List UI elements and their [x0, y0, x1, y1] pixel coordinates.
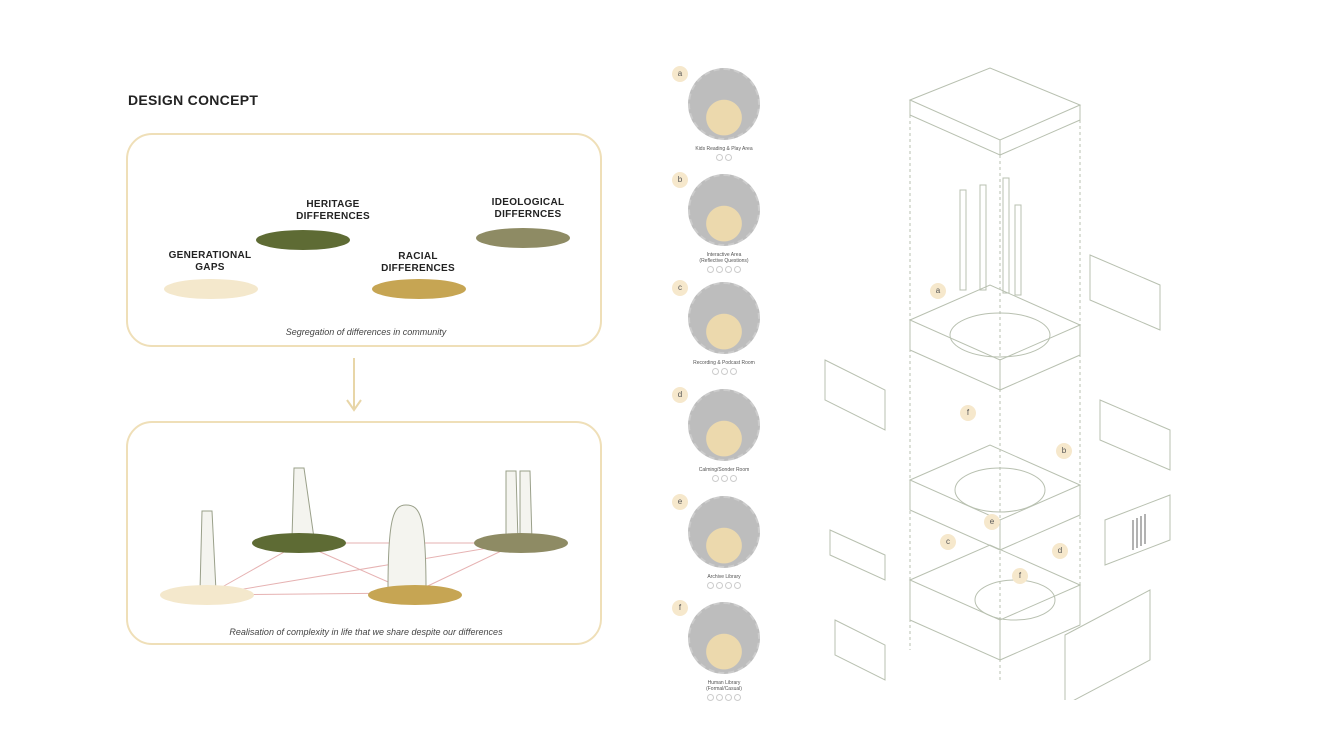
emotion-face-icon: [734, 694, 741, 701]
emotion-face-icon: [725, 154, 732, 161]
emotion-face-icon: [729, 368, 737, 375]
emotion-face-icon: [716, 694, 723, 701]
space-caption: Human Library (Formal/Casual): [706, 680, 742, 692]
generational-ellipse: [164, 279, 258, 299]
emotion-face-icon: [725, 266, 732, 273]
axo-label-badge: f: [960, 405, 976, 421]
racial-label: RACIAL DIFFERENCES: [381, 251, 455, 274]
space-illustration: [688, 174, 760, 246]
emotion-face-icon: [707, 582, 714, 589]
axo-label-badge: a: [930, 283, 946, 299]
axo-label-badge: c: [940, 534, 956, 550]
space-illustration: [688, 602, 760, 674]
down-arrow-icon: [346, 358, 362, 412]
space-badge: e: [672, 494, 688, 510]
emotion-face-icon: [707, 694, 714, 701]
emotion-face-icon: [729, 475, 737, 482]
generational-label: GENERATIONAL GAPS: [168, 250, 252, 273]
space-illustration: [688, 68, 760, 140]
space-caption: Interactive Area (Reflective Questions): [699, 252, 749, 264]
segregation-caption: Segregation of differences in community: [285, 327, 447, 337]
emotion-face-icon: [716, 582, 723, 589]
page-title: DESIGN CONCEPT: [128, 92, 259, 108]
axo-label-badge: b: [1056, 443, 1072, 459]
emotion-face-icon: [720, 368, 728, 375]
emotion-face-icon: [711, 368, 719, 375]
space-caption: Calming/Sonder Room: [698, 467, 750, 473]
ideological-ellipse: [476, 228, 570, 248]
emotion-face-icon: [716, 154, 723, 161]
emotion-icons: [669, 154, 779, 161]
space-badge: c: [672, 280, 688, 296]
emotion-face-icon: [725, 582, 732, 589]
emotion-face-icon: [734, 582, 741, 589]
space-badge: a: [672, 66, 688, 82]
racial-ellipse: [372, 279, 466, 299]
heritage-ellipse: [256, 230, 350, 250]
space-caption: Recording & Podcast Room: [693, 360, 755, 366]
emotion-icons: [669, 368, 779, 375]
axo-label-badge: f: [1012, 568, 1028, 584]
heritage-ellipse: [252, 533, 346, 553]
axo-label-badge: d: [1052, 543, 1068, 559]
racial-ellipse: [368, 585, 462, 605]
space-badge: f: [672, 600, 688, 616]
heritage-label: HERITAGE DIFFERENCES: [296, 199, 370, 222]
segregation-panel: HERITAGE DIFFERENCES IDEOLOGICAL DIFFERN…: [126, 133, 602, 347]
axo-label-badge: e: [984, 514, 1000, 530]
emotion-icons: [669, 582, 779, 589]
emotion-face-icon: [707, 266, 714, 273]
emotion-icons: [669, 475, 779, 482]
space-badge: d: [672, 387, 688, 403]
space-badge: b: [672, 172, 688, 188]
realisation-caption: Realisation of complexity in life that w…: [229, 627, 503, 637]
space-illustration: [688, 389, 760, 461]
emotion-face-icon: [725, 694, 732, 701]
emotion-face-icon: [711, 475, 719, 482]
realisation-panel: Realisation of complexity in life that w…: [126, 421, 602, 645]
emotion-face-icon: [720, 475, 728, 482]
emotion-icons: [669, 694, 779, 701]
space-illustration: [688, 496, 760, 568]
emotion-face-icon: [734, 266, 741, 273]
space-caption: Kids Reading & Play Area: [695, 146, 753, 152]
exploded-axonometric-drawing: [824, 67, 1171, 700]
generational-ellipse: [160, 585, 254, 605]
space-illustration: [688, 282, 760, 354]
emotion-face-icon: [716, 266, 723, 273]
space-caption: Archive Library: [707, 574, 741, 580]
connection-lines: [199, 467, 533, 596]
ideological-ellipse: [474, 533, 568, 553]
emotion-icons: [669, 266, 779, 273]
ideological-label: IDEOLOGICAL DIFFERNCES: [491, 197, 565, 220]
